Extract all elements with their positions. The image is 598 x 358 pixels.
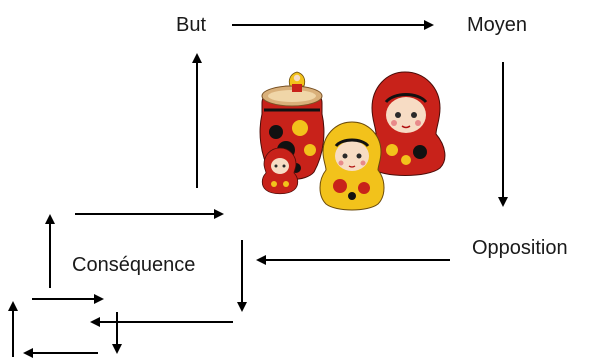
doll-large-right [366,71,446,176]
doll-medium-front [319,121,385,211]
doll-tiny-standing [288,71,306,92]
matryoshka-dolls-image [259,71,446,211]
node-opposition: Opposition [472,237,568,259]
node-but: But [176,14,207,36]
doll-small-left [261,147,299,195]
node-consequence: Conséquence [72,254,196,276]
node-moyen: Moyen [467,14,528,36]
